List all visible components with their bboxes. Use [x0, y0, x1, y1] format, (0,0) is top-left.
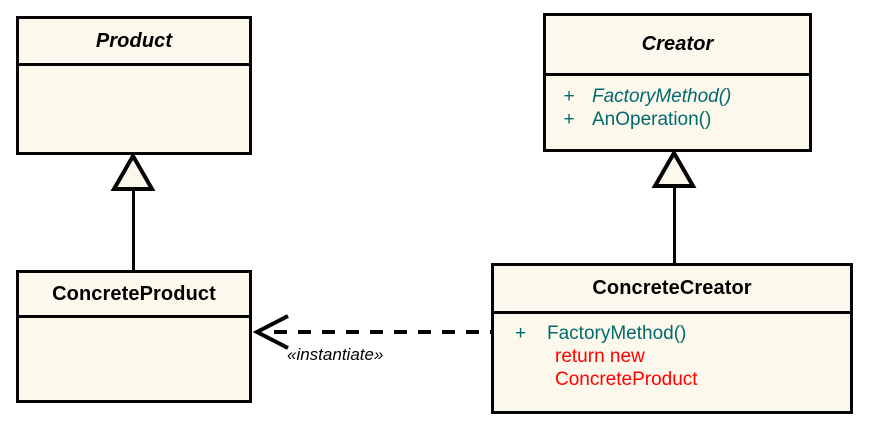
class-title-concrete-creator: ConcreteCreator: [494, 266, 850, 314]
note-line: ConcreteProduct: [555, 369, 698, 390]
member-row: + FactoryMethod(): [546, 85, 809, 108]
hollow-triangle-arrowhead-product: [110, 151, 156, 191]
generalization-line-product: [132, 190, 135, 272]
dependency-stereotype-label: «instantiate»: [287, 345, 384, 364]
triangle-shape: [651, 148, 697, 188]
class-box-creator[interactable]: Creator + FactoryMethod() + AnOperation(…: [543, 13, 812, 152]
member-name: AnOperation(): [592, 109, 712, 130]
class-title-creator: Creator: [546, 16, 809, 76]
class-title-concrete-product: ConcreteProduct: [19, 273, 249, 318]
triangle-shape: [110, 151, 156, 191]
class-box-product[interactable]: Product: [16, 16, 252, 155]
member-name: FactoryMethod(): [592, 86, 732, 107]
note-line: return new: [555, 346, 645, 367]
class-title-product: Product: [19, 19, 249, 66]
member-row: + AnOperation(): [546, 108, 809, 131]
member-name: FactoryMethod(): [547, 323, 687, 344]
member-visibility: +: [563, 109, 575, 130]
class-box-concrete-product[interactable]: ConcreteProduct: [16, 270, 252, 403]
class-box-concrete-creator[interactable]: ConcreteCreator + FactoryMethod() return…: [491, 263, 853, 414]
hollow-triangle-arrowhead-creator: [651, 148, 697, 188]
class-members-creator: + FactoryMethod() + AnOperation(): [546, 76, 809, 149]
open-vee-arrowhead: [252, 314, 289, 350]
class-members-concrete-creator: + FactoryMethod() return new ConcretePro…: [494, 314, 850, 411]
member-visibility: +: [563, 86, 575, 107]
class-members-concrete-product: [19, 318, 249, 400]
member-row: + FactoryMethod(): [494, 322, 850, 345]
class-members-product: [19, 66, 249, 152]
generalization-line-creator: [673, 187, 676, 265]
dependency-arrow-instantiate: [252, 314, 493, 350]
member-visibility: +: [514, 323, 527, 344]
